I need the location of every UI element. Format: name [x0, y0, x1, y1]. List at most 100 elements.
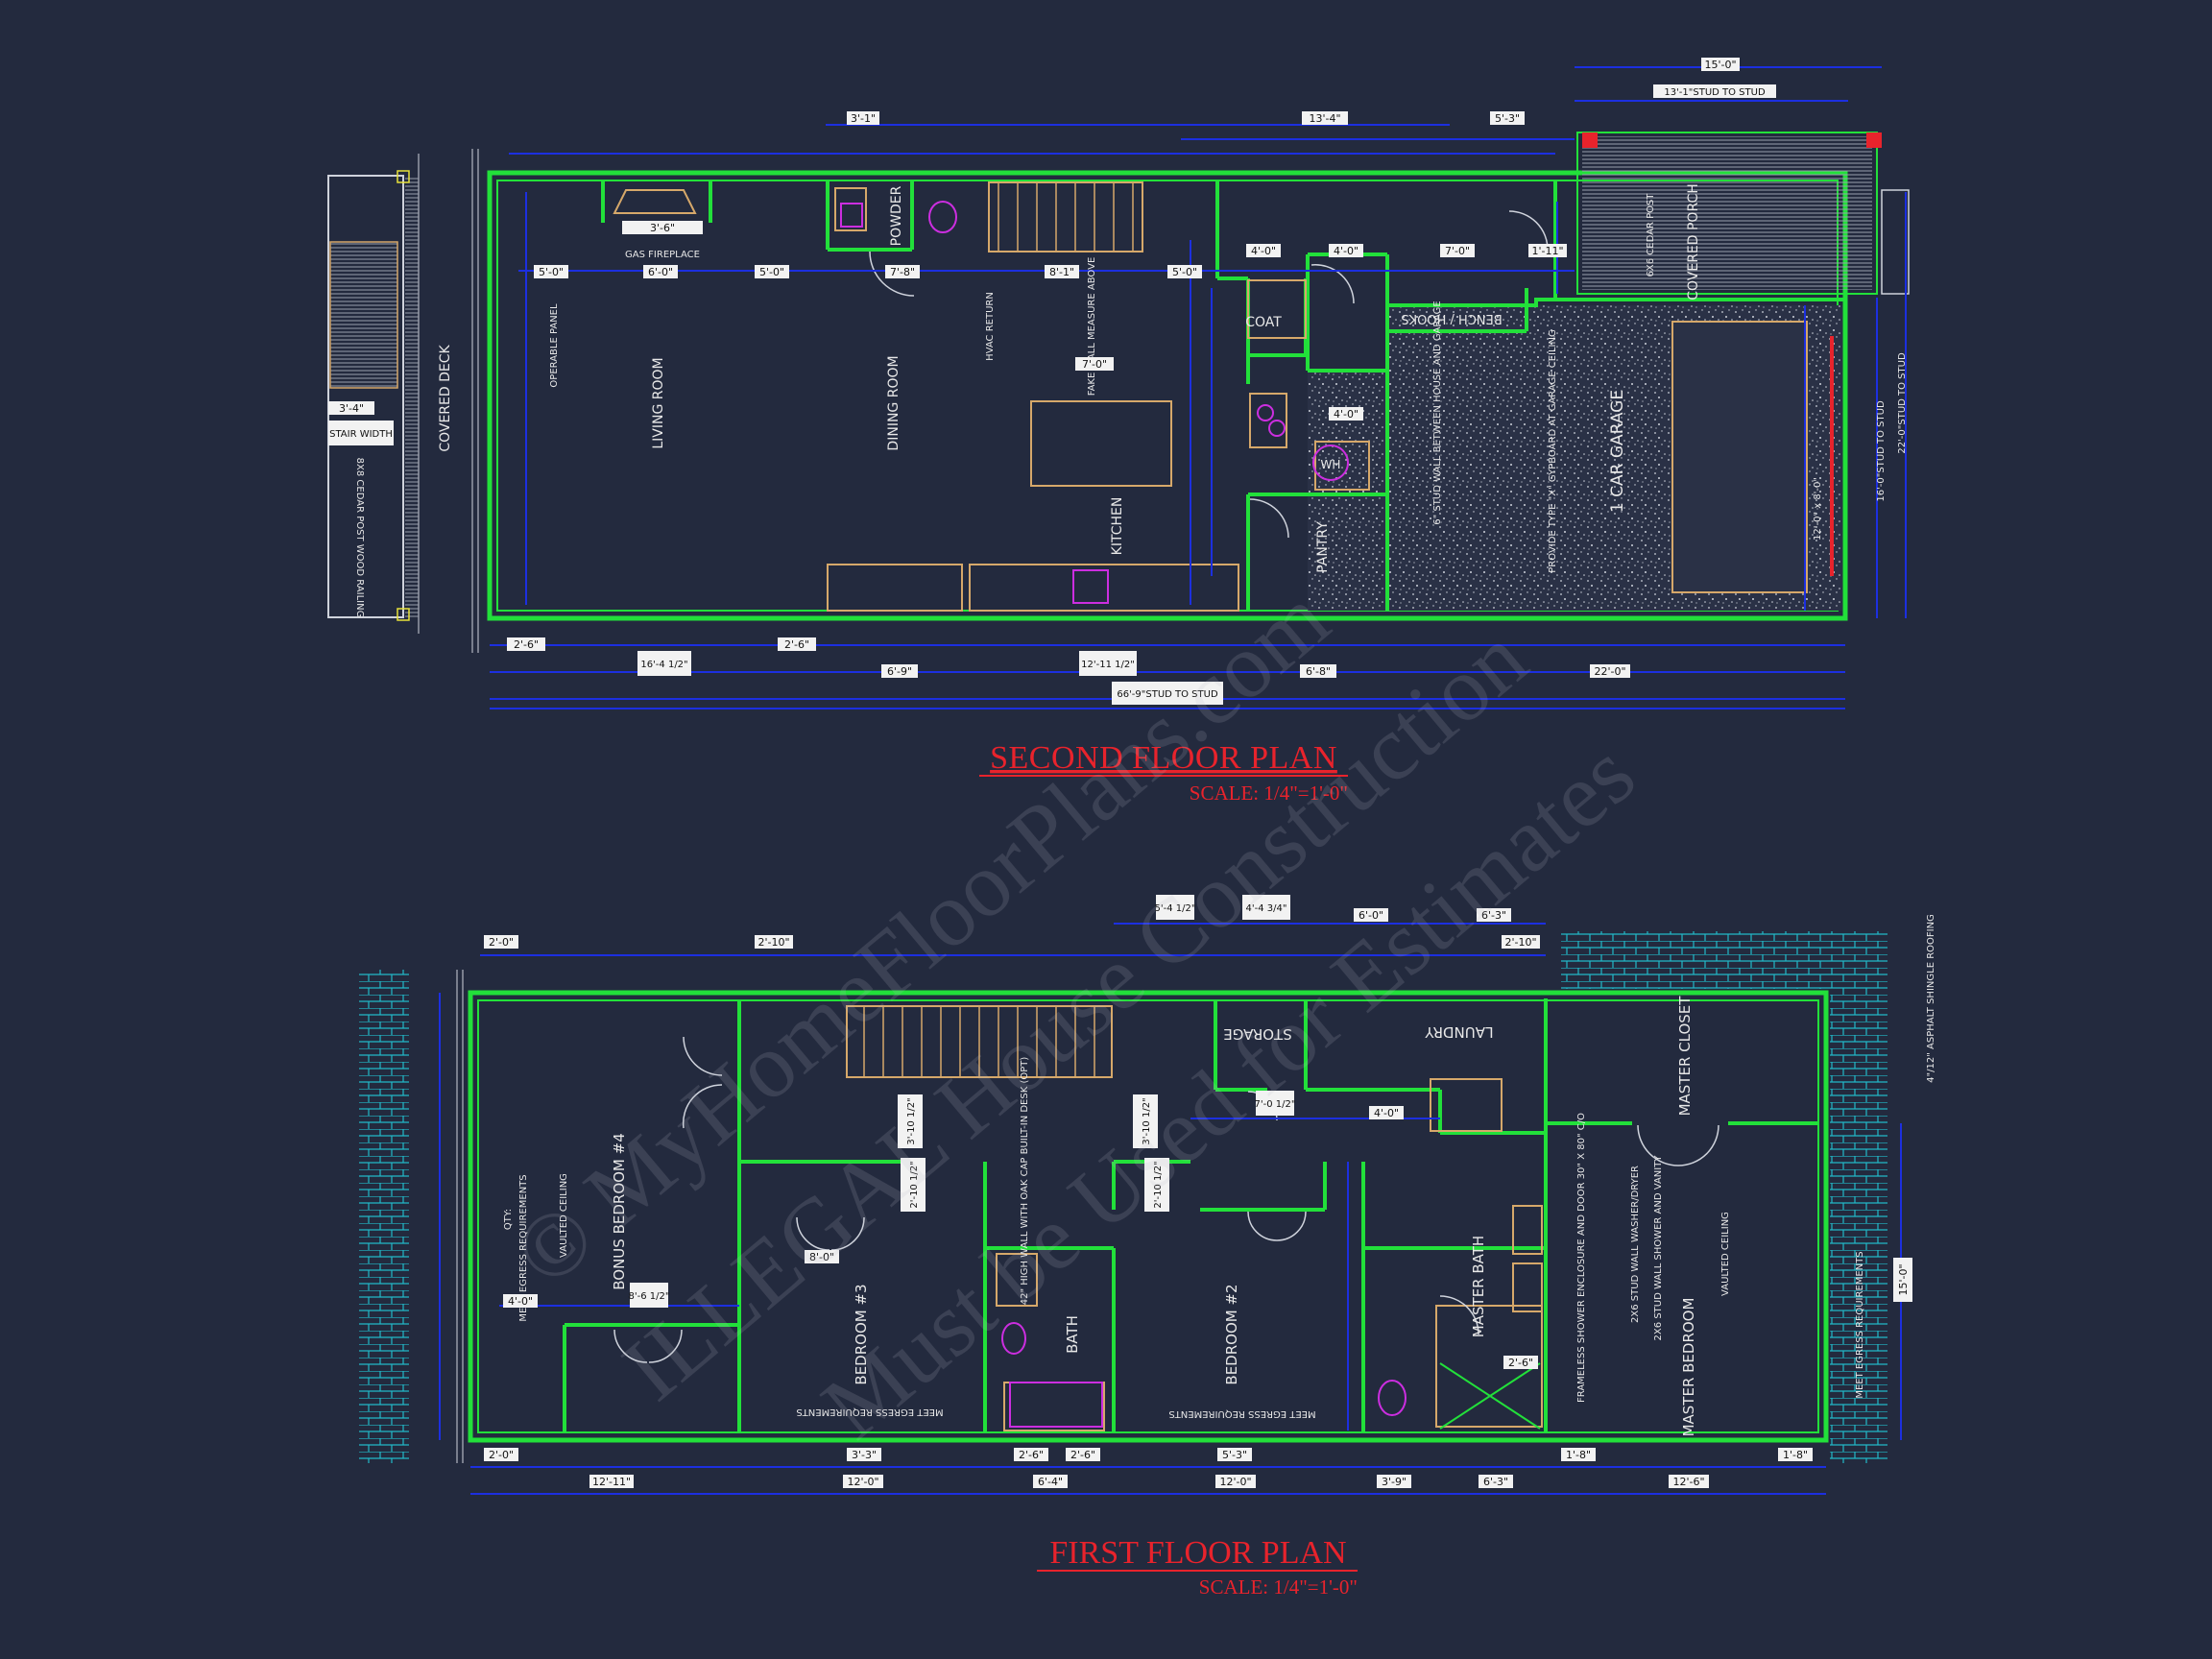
- dim: 5'-0": [539, 266, 564, 278]
- room-storage: STORAGE: [1223, 1025, 1291, 1043]
- room-bath: BATH: [1064, 1315, 1081, 1354]
- dim: 7'-0": [1445, 245, 1470, 257]
- dim: 6'-0": [1358, 909, 1383, 922]
- dim: 2'-10 1/2": [1153, 1161, 1164, 1208]
- dim: 2'-10 1/2": [909, 1161, 920, 1208]
- egress-note: MEET EGRESS REQUIREMENTS: [1855, 1251, 1865, 1398]
- dim: 6'-9": [887, 665, 912, 678]
- second-floor-room-labels: LIVING ROOM DINING ROOM KITCHEN POWDER C…: [438, 183, 1701, 573]
- dim: 2'-6": [1070, 1449, 1095, 1461]
- stair-treads: [998, 182, 1134, 252]
- first-floor-dimension-lines: [439, 923, 1902, 1495]
- dim: 4'-0": [1251, 245, 1276, 257]
- dim: 5'-0": [759, 266, 784, 278]
- dim: 6'-0": [648, 266, 673, 278]
- room-master-bath: MASTER BATH: [1470, 1236, 1487, 1337]
- egress-note: MEET EGRESS REQUIREMENTS: [796, 1407, 943, 1417]
- dim: 3'-3": [852, 1449, 877, 1461]
- dim: 1'-8": [1566, 1449, 1591, 1461]
- overall-dim: 66'-9"STUD TO STUD: [1117, 689, 1218, 700]
- dim: 4'-0": [1334, 245, 1358, 257]
- room-laundry: LAUNDRY: [1424, 1023, 1493, 1041]
- first-floor-plan: BONUS BEDROOM #4 BEDROOM #3 BEDROOM #2 B…: [359, 895, 1936, 1599]
- second-floor-fixtures: [613, 181, 1370, 612]
- egress-note: MEET EGRESS REQUIREMENTS: [518, 1174, 529, 1321]
- dim: 16'-4 1/2": [640, 660, 687, 670]
- dim: 5'-0": [1172, 266, 1197, 278]
- second-floor-dimensions: 3'-1" 13'-4" 5'-3" 15'-0" 13'-1"STUD TO …: [328, 58, 1776, 705]
- room-porch: COVERED PORCH: [1686, 183, 1701, 301]
- dim: 22'-0": [1594, 665, 1625, 678]
- first-floor-scale: SCALE: 1/4"=1'-0": [1199, 1575, 1358, 1599]
- dim: 6'-8": [1306, 665, 1331, 678]
- dim: 4'-4 3/4": [1246, 903, 1287, 914]
- dim: 8'-6 1/2": [629, 1291, 670, 1302]
- dim: 3'-1": [851, 112, 876, 125]
- room-living: LIVING ROOM: [651, 357, 666, 448]
- room-kitchen: KITCHEN: [1110, 497, 1125, 556]
- label-bench: BENCH / HOOKS: [1401, 311, 1502, 325]
- dim: 15'-0": [1897, 1263, 1910, 1295]
- first-floor-dimensions: 5'-4 1/2" 4'-4 3/4" 6'-0" 6'-3" 2'-0" 2'…: [484, 895, 1912, 1488]
- first-floor-interior-walls: [563, 998, 1818, 1432]
- desk-note: 42" HIGH WALL WITH OAK CAP BUILT-IN DESK…: [1020, 1057, 1030, 1306]
- second-floor-doors: [869, 210, 1549, 539]
- beam-note: 6X6 CEDAR POST: [1646, 193, 1656, 277]
- room-bonus: BONUS BEDROOM #4: [611, 1133, 628, 1290]
- dim: 12'-0": [847, 1476, 878, 1488]
- depth-note-a: 22'-0"STUD TO STUD: [1897, 352, 1908, 454]
- shower-x: [1439, 1362, 1541, 1430]
- stair-dim: 3'-4": [339, 402, 364, 415]
- room-pantry: PANTRY: [1315, 521, 1331, 573]
- dim: 8'-1": [1049, 266, 1074, 278]
- fake-wall-note: FAKE WALL MEASURE ABOVE: [1087, 257, 1097, 397]
- room-powder: POWDER: [889, 185, 904, 246]
- first-floor-doors: [613, 1036, 1719, 1363]
- shower-note: FRAMELESS SHOWER ENCLOSURE AND DOOR 30" …: [1576, 1113, 1587, 1403]
- dim: 3'-10 1/2": [906, 1097, 917, 1144]
- second-floor-notes: GAS FIREPLACE OPERABLE PANEL HVAC RETURN…: [354, 193, 1908, 618]
- dim: 6'-3": [1481, 909, 1506, 922]
- garage-door-note: 12'-0" x 8'-0": [1813, 477, 1823, 541]
- first-floor-notes: VAULTED CEILING VAULTED CEILING MEET EGR…: [503, 914, 1936, 1419]
- dim: 13'-4": [1309, 112, 1340, 125]
- first-floor-room-labels: BONUS BEDROOM #4 BEDROOM #3 BEDROOM #2 B…: [611, 996, 1697, 1437]
- stud-wall-note-a: 2X6 STUD WALL WASHER/DRYER: [1630, 1166, 1641, 1323]
- covered-deck-stair: [327, 149, 479, 653]
- room-bed3: BEDROOM #3: [853, 1284, 870, 1384]
- dim: 2'-0": [489, 936, 514, 949]
- second-floor-plan: LIVING ROOM DINING ROOM KITCHEN POWDER C…: [327, 58, 1910, 805]
- plumbing-fixtures: [840, 201, 1349, 604]
- drywall-note: PROVIDE TYPE "X" GYPBOARD AT GARAGE CEIL…: [1548, 329, 1558, 572]
- fireplace-label: GAS FIREPLACE: [625, 250, 700, 260]
- room-master-bed: MASTER BEDROOM: [1680, 1298, 1697, 1437]
- qty-note: QTY:: [503, 1209, 514, 1230]
- dim: 3'-10 1/2": [1142, 1097, 1152, 1144]
- stud-wall-note: 6" STUD WALL BETWEEN HOUSE AND GARAGE: [1432, 301, 1443, 524]
- dim: 5'-4 1/2": [1155, 903, 1196, 914]
- first-floor-exterior-wall: [468, 990, 1829, 1443]
- egress-note: MEET EGRESS REQUIREMENTS: [1168, 1408, 1315, 1419]
- dim: 2'-6": [1019, 1449, 1044, 1461]
- second-floor-exterior-wall: [487, 170, 1848, 621]
- depth-note-b: 16'-0"STUD TO STUD: [1876, 400, 1887, 502]
- room-wh: WH: [1321, 458, 1341, 471]
- dim: 6'-3": [1483, 1476, 1508, 1488]
- second-floor-title: SECOND FLOOR PLAN: [990, 740, 1337, 776]
- dim: 5'-3": [1495, 112, 1520, 125]
- dim: 8'-0": [809, 1251, 834, 1263]
- dim: 3'-9": [1382, 1476, 1407, 1488]
- dim: 1'-11": [1531, 245, 1563, 257]
- dim: 4'-0": [508, 1295, 533, 1308]
- first-floor-plumbing: [1001, 1322, 1407, 1428]
- dim: 15'-0": [1704, 59, 1736, 71]
- first-floor-title: FIRST FLOOR PLAN: [1049, 1535, 1346, 1571]
- dim: 12'-0": [1219, 1476, 1251, 1488]
- dim: 2'-6": [784, 638, 809, 651]
- dim: 4'-0": [1334, 408, 1358, 421]
- dim: 2'-10": [757, 936, 789, 949]
- dim: 2'-10": [1504, 936, 1536, 949]
- dim: 7'-0": [1082, 358, 1107, 371]
- room-deck: COVERED DECK: [438, 345, 453, 452]
